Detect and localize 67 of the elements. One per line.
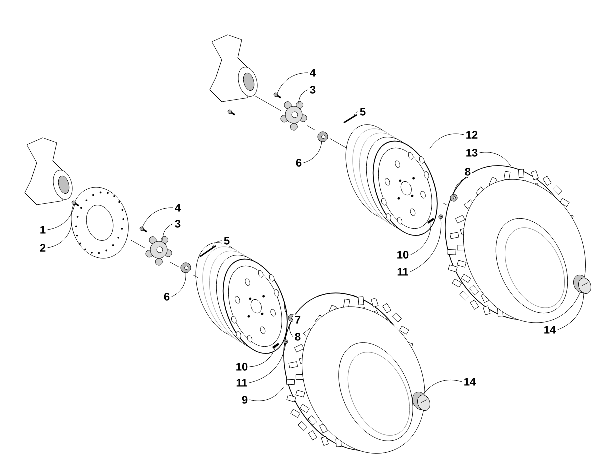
callout-number: 14 [462,376,478,388]
leader-line [410,218,442,272]
leader-line [142,208,174,229]
center-line [192,274,200,279]
callout-number: 4 [173,202,183,214]
bolt-drawing [274,92,282,99]
leader-line [276,72,308,95]
callout-number: 12 [464,130,480,140]
leader-line [212,240,222,249]
valve-cap-drawing [438,214,444,220]
leader-line [249,343,286,384]
callout-number: 4 [308,68,318,78]
leader-line [558,292,584,330]
leader-line [48,224,72,248]
leader-line [454,177,468,196]
leader-line [354,112,358,117]
wheel-rim-drawing [346,124,438,236]
steering-knuckle-drawing [210,34,258,116]
callout-number: 5 [222,236,232,246]
bolt-drawing [140,226,148,233]
center-line [306,125,316,130]
leader-line [304,141,322,164]
stud-drawing [200,245,216,258]
hub-drawing [146,236,172,266]
leader-line [480,152,512,168]
stud-drawing [344,114,358,124]
leader-line [250,387,284,402]
callout-number: 1 [38,224,48,236]
valve-stem-drawing [427,218,435,224]
callout-number: 10 [395,250,411,260]
center-line [130,240,146,248]
callout-number: 3 [308,84,318,96]
center-line [330,138,346,148]
leader-line [430,134,464,149]
center-line [254,96,282,112]
callout-number: 2 [38,242,48,254]
tire-drawing [445,166,586,324]
leader-line [410,220,432,256]
valve-stem-drawing [272,343,280,349]
callout-number: 13 [464,148,480,158]
wheel-cap-drawing [412,392,431,412]
leader-line [284,302,294,320]
wheel-cap-drawing [574,274,592,294]
leader-line [298,90,308,104]
callout-number: 8 [463,166,473,178]
leader-line [172,272,186,298]
callout-number: 14 [542,324,558,336]
nut-drawing [180,262,192,274]
center-line [170,262,180,268]
callout-number: 5 [358,106,368,118]
leader-line [422,380,462,395]
leader-line [250,346,276,368]
hub-drawing [280,101,308,131]
callout-number: 6 [294,158,304,168]
callout-number: 3 [173,218,183,230]
leader-line [162,224,174,241]
callout-number: 10 [234,362,250,372]
brake-disc-drawing [71,187,129,259]
center-line [442,202,448,206]
leader-line [290,321,294,338]
nut-drawing [318,132,328,142]
callout-number: 9 [240,394,250,406]
callout-number: 11 [234,378,250,388]
callout-number: 6 [162,292,172,302]
tire-drawing [284,292,426,454]
callout-number: 11 [396,266,410,278]
leader-line [48,204,76,230]
